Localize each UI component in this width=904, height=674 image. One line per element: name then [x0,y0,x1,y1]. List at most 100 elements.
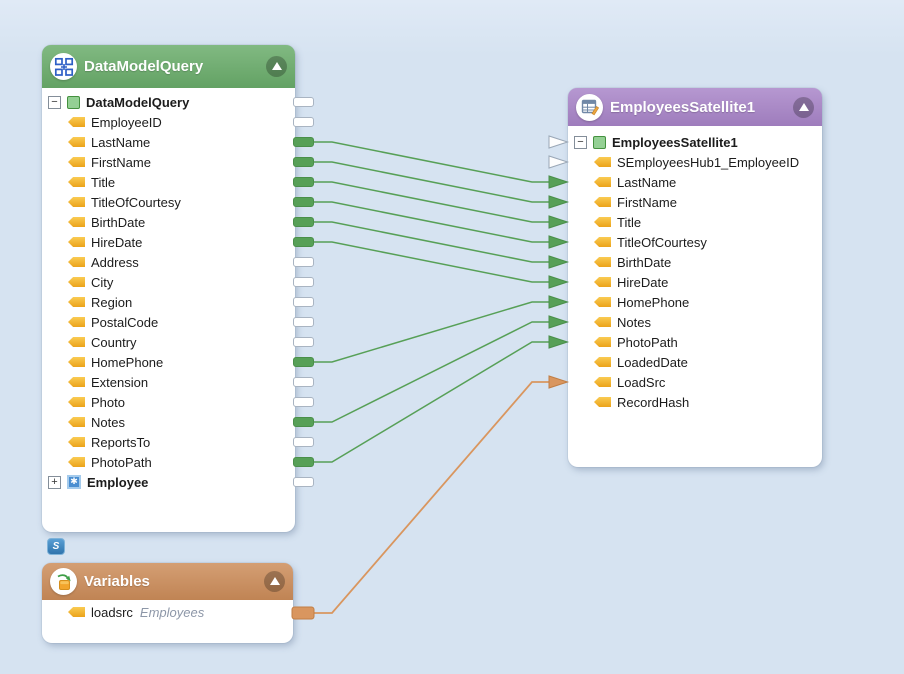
output-stub-hiredate[interactable] [293,237,314,247]
output-stub-region[interactable] [293,297,314,307]
mapping-line-lastname[interactable] [314,141,550,183]
tree-row-birthdate[interactable]: BirthDate [568,252,822,272]
tree-row-lastname[interactable]: LastName [568,172,822,192]
collapse-up-triangle-icon[interactable] [793,96,814,118]
input-arrow-birthdate[interactable] [548,255,570,269]
tree-row-recordhash[interactable]: RecordHash [568,392,822,412]
tree-row-address[interactable]: Address [42,252,295,272]
input-arrow-semployeeshub1_employeeid[interactable] [548,155,570,169]
collapse-up-triangle-icon[interactable] [266,56,287,77]
tree-row-employeessatellite1[interactable]: −EmployeesSatellite1 [568,132,822,152]
panel-variables-header[interactable]: Variables [42,563,293,600]
output-stub-photopath[interactable] [293,457,314,467]
mapping-line-firstname[interactable] [314,161,550,203]
mapping-line-hiredate[interactable] [314,241,550,283]
tree-row-city[interactable]: City [42,272,295,292]
mapping-line-notes[interactable] [314,321,550,423]
input-arrow-employeessatellite1[interactable] [548,135,570,149]
output-stub-postalcode[interactable] [293,317,314,327]
tree-row-loadsrc[interactable]: LoadSrc [568,372,822,392]
output-stub-firstname[interactable] [293,157,314,167]
tree-row-firstname[interactable]: FirstName [568,192,822,212]
output-stub-lastname[interactable] [293,137,314,147]
field-tag-icon [594,237,611,247]
panel-employeessatellite1-header[interactable]: EmployeesSatellite1 [568,88,822,126]
tree-row-region[interactable]: Region [42,292,295,312]
input-arrow-hiredate[interactable] [548,275,570,289]
tree-row-homephone[interactable]: HomePhone [42,352,295,372]
tree-row-titleofcourtesy[interactable]: TitleOfCourtesy [42,192,295,212]
tree-row-loadeddate[interactable]: LoadedDate [568,352,822,372]
entity-star-icon: ✱ [67,475,81,489]
tree-row-firstname[interactable]: FirstName [42,152,295,172]
output-stub-notes[interactable] [293,417,314,427]
input-arrow-photopath[interactable] [548,335,570,349]
input-arrow-notes[interactable] [548,315,570,329]
row-label: Employee [87,474,149,490]
mapping-line-loadsrc[interactable] [314,381,550,614]
s-badge[interactable]: S [47,538,65,555]
output-stub-birthdate[interactable] [293,217,314,227]
output-stub-photo[interactable] [293,397,314,407]
input-arrow-loadsrc[interactable] [548,375,570,389]
tree-row-extension[interactable]: Extension [42,372,295,392]
output-stub-datamodelquery[interactable] [293,97,314,107]
input-arrow-homephone[interactable] [548,295,570,309]
tree-row-notes[interactable]: Notes [42,412,295,432]
output-stub-country[interactable] [293,337,314,347]
tree-row-title[interactable]: Title [568,212,822,232]
output-stub-reportsto[interactable] [293,437,314,447]
mapping-line-title[interactable] [314,181,550,223]
tree-row-photo[interactable]: Photo [42,392,295,412]
tree-row-photopath[interactable]: PhotoPath [568,332,822,352]
field-tag-icon [594,257,611,267]
tree-row-employeeid[interactable]: EmployeeID [42,112,295,132]
tree-row-photopath[interactable]: PhotoPath [42,452,295,472]
mapping-line-photopath[interactable] [314,341,550,463]
tree-row-reportsto[interactable]: ReportsTo [42,432,295,452]
input-arrow-lastname[interactable] [548,175,570,189]
field-tag-icon [68,377,85,387]
tree-row-semployeeshub1_employeeid[interactable]: SEmployeesHub1_EmployeeID [568,152,822,172]
output-stub-homephone[interactable] [293,357,314,367]
input-arrow-title[interactable] [548,215,570,229]
mapping-line-homephone[interactable] [314,301,550,363]
output-stub-extension[interactable] [293,377,314,387]
collapse-minus-box-icon[interactable]: − [48,95,61,109]
tree-row-homephone[interactable]: HomePhone [568,292,822,312]
tree-row-notes[interactable]: Notes [568,312,822,332]
input-arrow-firstname[interactable] [548,195,570,209]
field-tag-icon [594,297,611,307]
tree-row-hiredate[interactable]: HireDate [568,272,822,292]
output-stub-title[interactable] [293,177,314,187]
row-label: TitleOfCourtesy [617,234,707,250]
tree-row-postalcode[interactable]: PostalCode [42,312,295,332]
output-stub-loadsrc[interactable] [291,606,315,620]
tree-row-lastname[interactable]: LastName [42,132,295,152]
tree-row-title[interactable]: Title [42,172,295,192]
output-stub-address[interactable] [293,257,314,267]
panel-datamodelquery-header[interactable]: DataModelQuery [42,45,295,88]
panel-title: DataModelQuery [84,58,204,75]
field-tag-icon [68,297,85,307]
tree-row-employee[interactable]: + ✱ Employee [42,472,295,492]
collapse-minus-box-icon[interactable]: − [574,135,587,149]
output-stub-employee[interactable] [293,477,314,487]
tree-row-hiredate[interactable]: HireDate [42,232,295,252]
tree-row-datamodelquery[interactable]: −DataModelQuery [42,92,295,112]
collapse-up-triangle-icon[interactable] [264,571,285,592]
tree-row-country[interactable]: Country [42,332,295,352]
panel-employeessatellite1[interactable]: EmployeesSatellite1 −EmployeesSatellite1… [568,88,822,467]
output-stub-city[interactable] [293,277,314,287]
tree-row-birthdate[interactable]: BirthDate [42,212,295,232]
output-stub-employeeid[interactable] [293,117,314,127]
expand-plus-box-icon[interactable]: + [48,475,61,489]
output-stub-titleofcourtesy[interactable] [293,197,314,207]
input-arrow-titleofcourtesy[interactable] [548,235,570,249]
mapping-line-birthdate[interactable] [314,221,550,263]
tree-row-titleofcourtesy[interactable]: TitleOfCourtesy [568,232,822,252]
mapping-line-titleofcourtesy[interactable] [314,201,550,243]
